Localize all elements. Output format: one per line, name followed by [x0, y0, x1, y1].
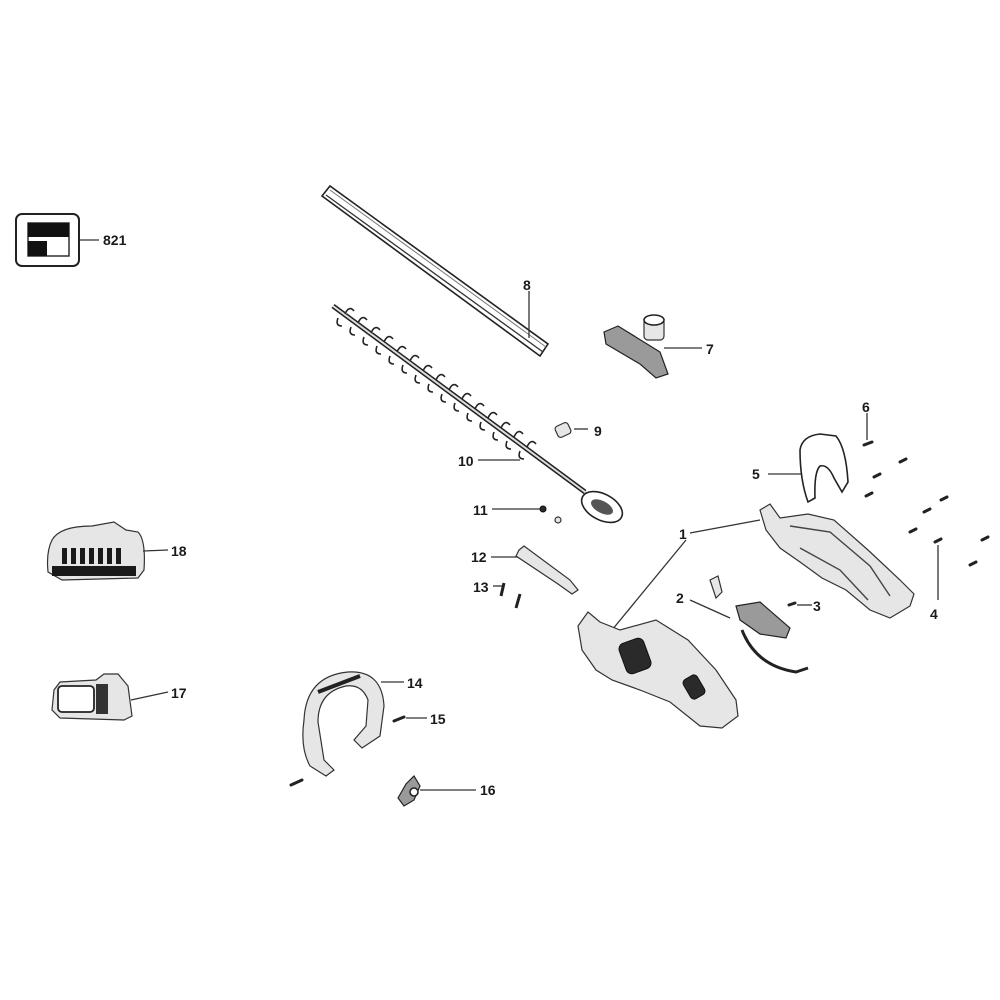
legend-kit-label: 821: [103, 232, 127, 248]
washer-drawing: [492, 505, 562, 524]
bracket-screws-drawing: [493, 582, 522, 609]
handle-clamp-drawing: [397, 775, 476, 807]
callout-14[interactable]: 14: [407, 675, 423, 691]
blade-sheath-drawing: [320, 184, 550, 358]
blade-assembly-drawing: [331, 303, 624, 524]
battery-pack-drawing: [51, 673, 169, 721]
switch-harness-drawing: [689, 575, 809, 674]
callout-12[interactable]: 12: [471, 549, 487, 565]
housing-right-drawing: [611, 503, 915, 631]
callout-5[interactable]: 5: [752, 466, 760, 482]
callout-16[interactable]: 16: [480, 782, 496, 798]
screws-drawing: [787, 413, 990, 607]
callout-7[interactable]: 7: [706, 341, 714, 357]
callout-2[interactable]: 2: [676, 590, 684, 606]
hand-guard-drawing: [768, 433, 849, 504]
callout-9[interactable]: 9: [594, 423, 602, 439]
battery-charger-drawing: [46, 521, 169, 581]
callout-17[interactable]: 17: [171, 685, 187, 701]
callout-18[interactable]: 18: [171, 543, 187, 559]
callout-4[interactable]: 4: [930, 606, 938, 622]
callout-15[interactable]: 15: [430, 711, 446, 727]
callout-1[interactable]: 1: [679, 526, 687, 542]
front-handle-drawing: [302, 671, 404, 777]
callout-13[interactable]: 13: [473, 579, 489, 595]
nut-drawing: [554, 421, 588, 439]
housing-left-drawing: [577, 611, 739, 729]
callout-11[interactable]: 11: [473, 502, 488, 518]
kit-box-icon: [15, 213, 99, 267]
blade-bracket-drawing: [491, 545, 579, 595]
callout-10[interactable]: 10: [458, 453, 474, 469]
handle-screws-drawing: [289, 715, 427, 787]
gear-assembly-drawing: [603, 314, 702, 379]
callout-6[interactable]: 6: [862, 399, 870, 415]
callout-3[interactable]: 3: [813, 598, 821, 614]
callout-8[interactable]: 8: [523, 277, 531, 293]
